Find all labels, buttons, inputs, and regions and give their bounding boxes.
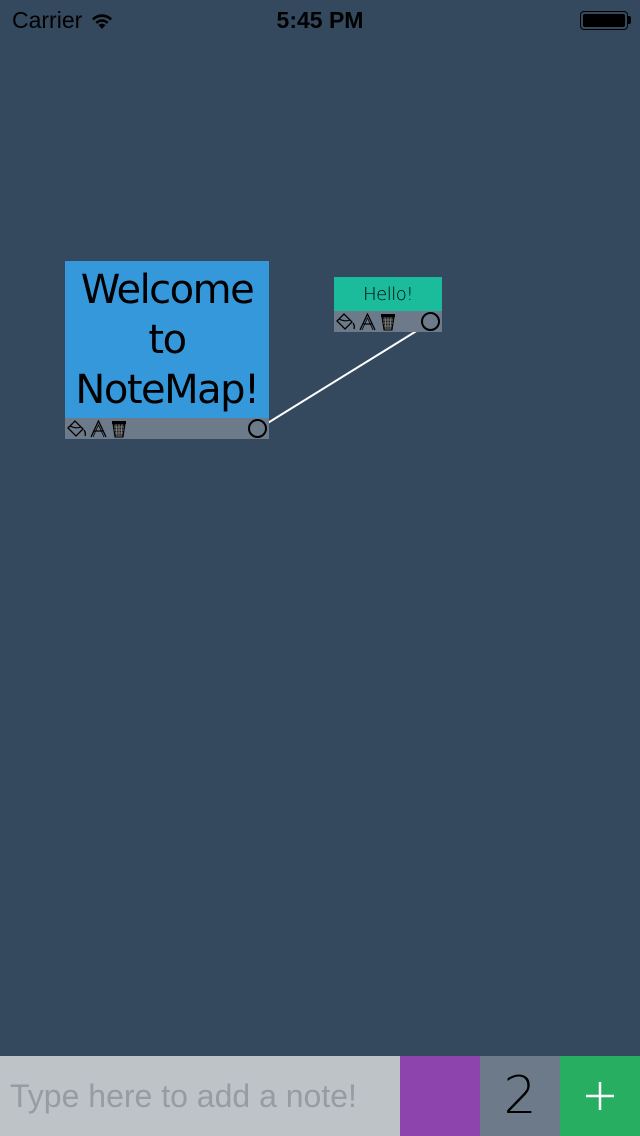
wifi-icon: [92, 13, 113, 29]
font-icon[interactable]: [90, 419, 107, 438]
note-text: Hello!: [363, 283, 413, 305]
note-welcome[interactable]: Welcome to NoteMap!: [65, 261, 269, 439]
battery-tip: [628, 16, 631, 24]
bottom-bar: 2: [0, 1056, 640, 1136]
font-icon[interactable]: [359, 312, 376, 331]
paint-bucket-icon[interactable]: [335, 312, 357, 331]
carrier-label: Carrier: [12, 7, 83, 33]
status-bar: Carrier 5:45 PM: [0, 0, 640, 40]
color-picker-button[interactable]: [400, 1056, 480, 1136]
note-toolbar: [65, 418, 269, 439]
connect-handle-icon[interactable]: [248, 419, 267, 438]
add-note-button[interactable]: [560, 1056, 640, 1136]
clock: 5:45 PM: [276, 7, 364, 33]
note-body[interactable]: Hello!: [334, 277, 442, 311]
trash-icon[interactable]: [380, 313, 396, 331]
carrier-group: Carrier: [12, 7, 114, 34]
connect-handle-icon[interactable]: [421, 312, 440, 331]
new-note-input[interactable]: [0, 1056, 400, 1136]
note-text-line: Welcome: [80, 266, 255, 313]
plus-icon: [586, 1082, 614, 1110]
paint-bucket-icon[interactable]: [66, 419, 88, 438]
note-text-line: NoteMap!: [75, 366, 260, 413]
battery-level: [583, 14, 625, 27]
note-body[interactable]: Welcome to NoteMap!: [65, 261, 269, 418]
note-toolbar: [334, 311, 442, 332]
battery-icon: [580, 11, 628, 30]
note-count: 2: [503, 1066, 537, 1126]
trash-icon[interactable]: [111, 420, 127, 438]
note-hello[interactable]: Hello!: [334, 277, 442, 332]
note-count-button[interactable]: 2: [480, 1056, 560, 1136]
note-text-line: to: [148, 316, 187, 363]
